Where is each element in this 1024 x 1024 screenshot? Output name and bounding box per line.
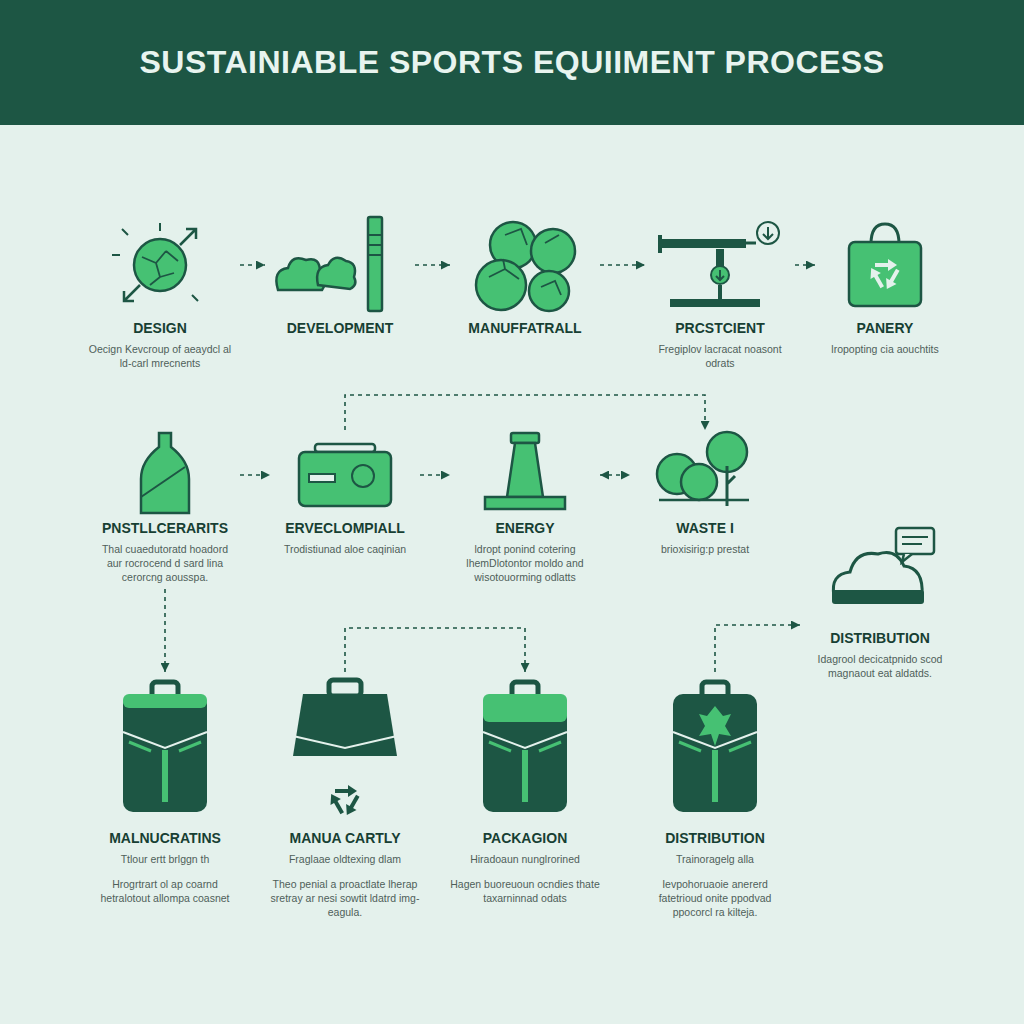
briefcase-icon <box>293 680 397 818</box>
battery-icon <box>299 444 391 506</box>
step-description: Hrogrtrart ol ap coarnd hetralotout allo… <box>89 877 241 905</box>
step-description: Hagen buoreuoun ocndies thate taxarninna… <box>449 877 601 905</box>
balls-icon <box>476 222 575 311</box>
flow-arrow <box>240 264 265 266</box>
process-step: DISTRIBUTION Trainoragelg allaIevpohoruao… <box>640 672 790 924</box>
flow-arrow <box>795 264 815 266</box>
icon-slot <box>269 210 411 320</box>
backpack-icon <box>123 682 207 812</box>
process-step: WASTE I brioxisirig:p prestat <box>630 430 780 560</box>
flow-arrow <box>600 474 630 476</box>
icon-slot <box>819 210 951 320</box>
icon-slot <box>804 520 956 630</box>
backpack-icon <box>673 682 757 812</box>
icon-slot <box>274 430 416 520</box>
flow-arrow <box>600 264 645 266</box>
step-description: lropopting cia aouchtits <box>819 342 951 356</box>
step-heading: MANUFFATRALL <box>454 320 596 338</box>
step-heading: PANERY <box>819 320 951 338</box>
process-step: PANERY lropopting cia aouchtits <box>815 210 955 360</box>
step-description: Hiradoaun nunglrorined <box>449 852 601 866</box>
process-step: ENERGY ldropt ponind cotering lhemDlotont… <box>450 430 600 589</box>
process-step: MALNUCRATINS Ttlour ertt brlggn th Hrogrtr… <box>85 672 245 910</box>
step-description: Fraglaae oldtexing dlam <box>269 852 421 866</box>
step-heading: DISTRIBUTION <box>644 830 786 848</box>
step-description: Fregiplov lacracat noasont odrats <box>649 342 791 370</box>
step-description: Idagrool decicatpnido scod magnaout eat … <box>804 652 956 680</box>
step-heading: PRCSTCIENT <box>649 320 791 338</box>
flow-arrow <box>345 395 705 430</box>
icon-slot <box>644 672 786 830</box>
step-heading: DISTRIBUTION <box>804 630 956 648</box>
flow-arrow <box>420 474 450 476</box>
bottle-icon <box>141 433 189 513</box>
icon-slot <box>89 672 241 830</box>
plant-icon <box>276 217 382 311</box>
step-description: brioxisirig:p prestat <box>634 542 776 556</box>
process-step: PNSTLLCERARITS Thal cuaedutoratd hoadord … <box>90 430 240 589</box>
process-step: MANUA CARTLY Fraglaae oldtexing dlamTheo … <box>265 672 425 924</box>
flow-arrow <box>415 264 450 266</box>
tower-icon <box>485 433 565 509</box>
flow-arrow <box>345 628 525 672</box>
bench-icon <box>658 222 779 307</box>
step-heading: DEVELOPMENT <box>269 320 411 338</box>
process-step: MANUFFATRALL <box>450 210 600 342</box>
step-heading: MANUA CARTLY <box>269 830 421 848</box>
globe-icon <box>112 223 198 301</box>
step-heading: PNSTLLCERARITS <box>94 520 236 538</box>
title: SUSTAINIABLE SPORTS EQUIIMENT PROCESS <box>0 0 1024 125</box>
process-step: PRCSTCIENT Fregiplov lacracat noasont odr… <box>645 210 795 374</box>
flow-arrow <box>240 474 270 476</box>
icon-slot <box>269 672 421 830</box>
process-step: PACKAGION Hiradoaun nunglrorinedHagen buo… <box>445 672 605 910</box>
step-heading: PACKAGION <box>449 830 601 848</box>
process-step: DISTRIBUTION Idagrool decicatpnido scod m… <box>800 520 960 684</box>
step-heading: ERVECLOMPIALL <box>274 520 416 538</box>
step-description: Ievpohoruaoie anererd fatetrioud onite p… <box>644 877 786 920</box>
trees-icon <box>657 432 749 506</box>
step-description: Trodistiunad aloe caqinian <box>274 542 416 556</box>
icon-slot <box>94 430 236 520</box>
step-description: Oecign Kevcroup of aeaydcl al ld-carl mr… <box>84 342 236 370</box>
icon-slot <box>454 210 596 320</box>
backpack-icon <box>483 682 567 812</box>
flow-arrow <box>164 589 166 672</box>
step-description: Ttlour ertt brlggn th <box>89 852 241 866</box>
icon-slot <box>84 210 236 320</box>
step-heading: WASTE I <box>634 520 776 538</box>
icon-slot <box>649 210 791 320</box>
step-heading: MALNUCRATINS <box>89 830 241 848</box>
step-heading: DESIGN <box>84 320 236 338</box>
process-step: DESIGN Oecign Kevcroup of aeaydcl al ld-c… <box>80 210 240 374</box>
cloud-icon <box>832 528 934 604</box>
step-description: Trainoragelg alla <box>644 852 786 866</box>
icon-slot <box>454 430 596 520</box>
flow-arrow <box>715 625 800 672</box>
step-heading: ENERGY <box>454 520 596 538</box>
process-step: ERVECLOMPIALL Trodistiunad aloe caqinian <box>270 430 420 560</box>
icon-slot <box>449 672 601 830</box>
step-description: Thal cuaedutoratd hoadord aur rocrocend … <box>94 542 236 585</box>
process-step: DEVELOPMENT <box>265 210 415 342</box>
bag-icon <box>849 224 921 306</box>
icon-slot <box>634 430 776 520</box>
step-description: Theo penial a proactlate lherap sretray … <box>269 877 421 920</box>
step-description: ldropt ponind cotering lhemDlotontor mol… <box>454 542 596 585</box>
